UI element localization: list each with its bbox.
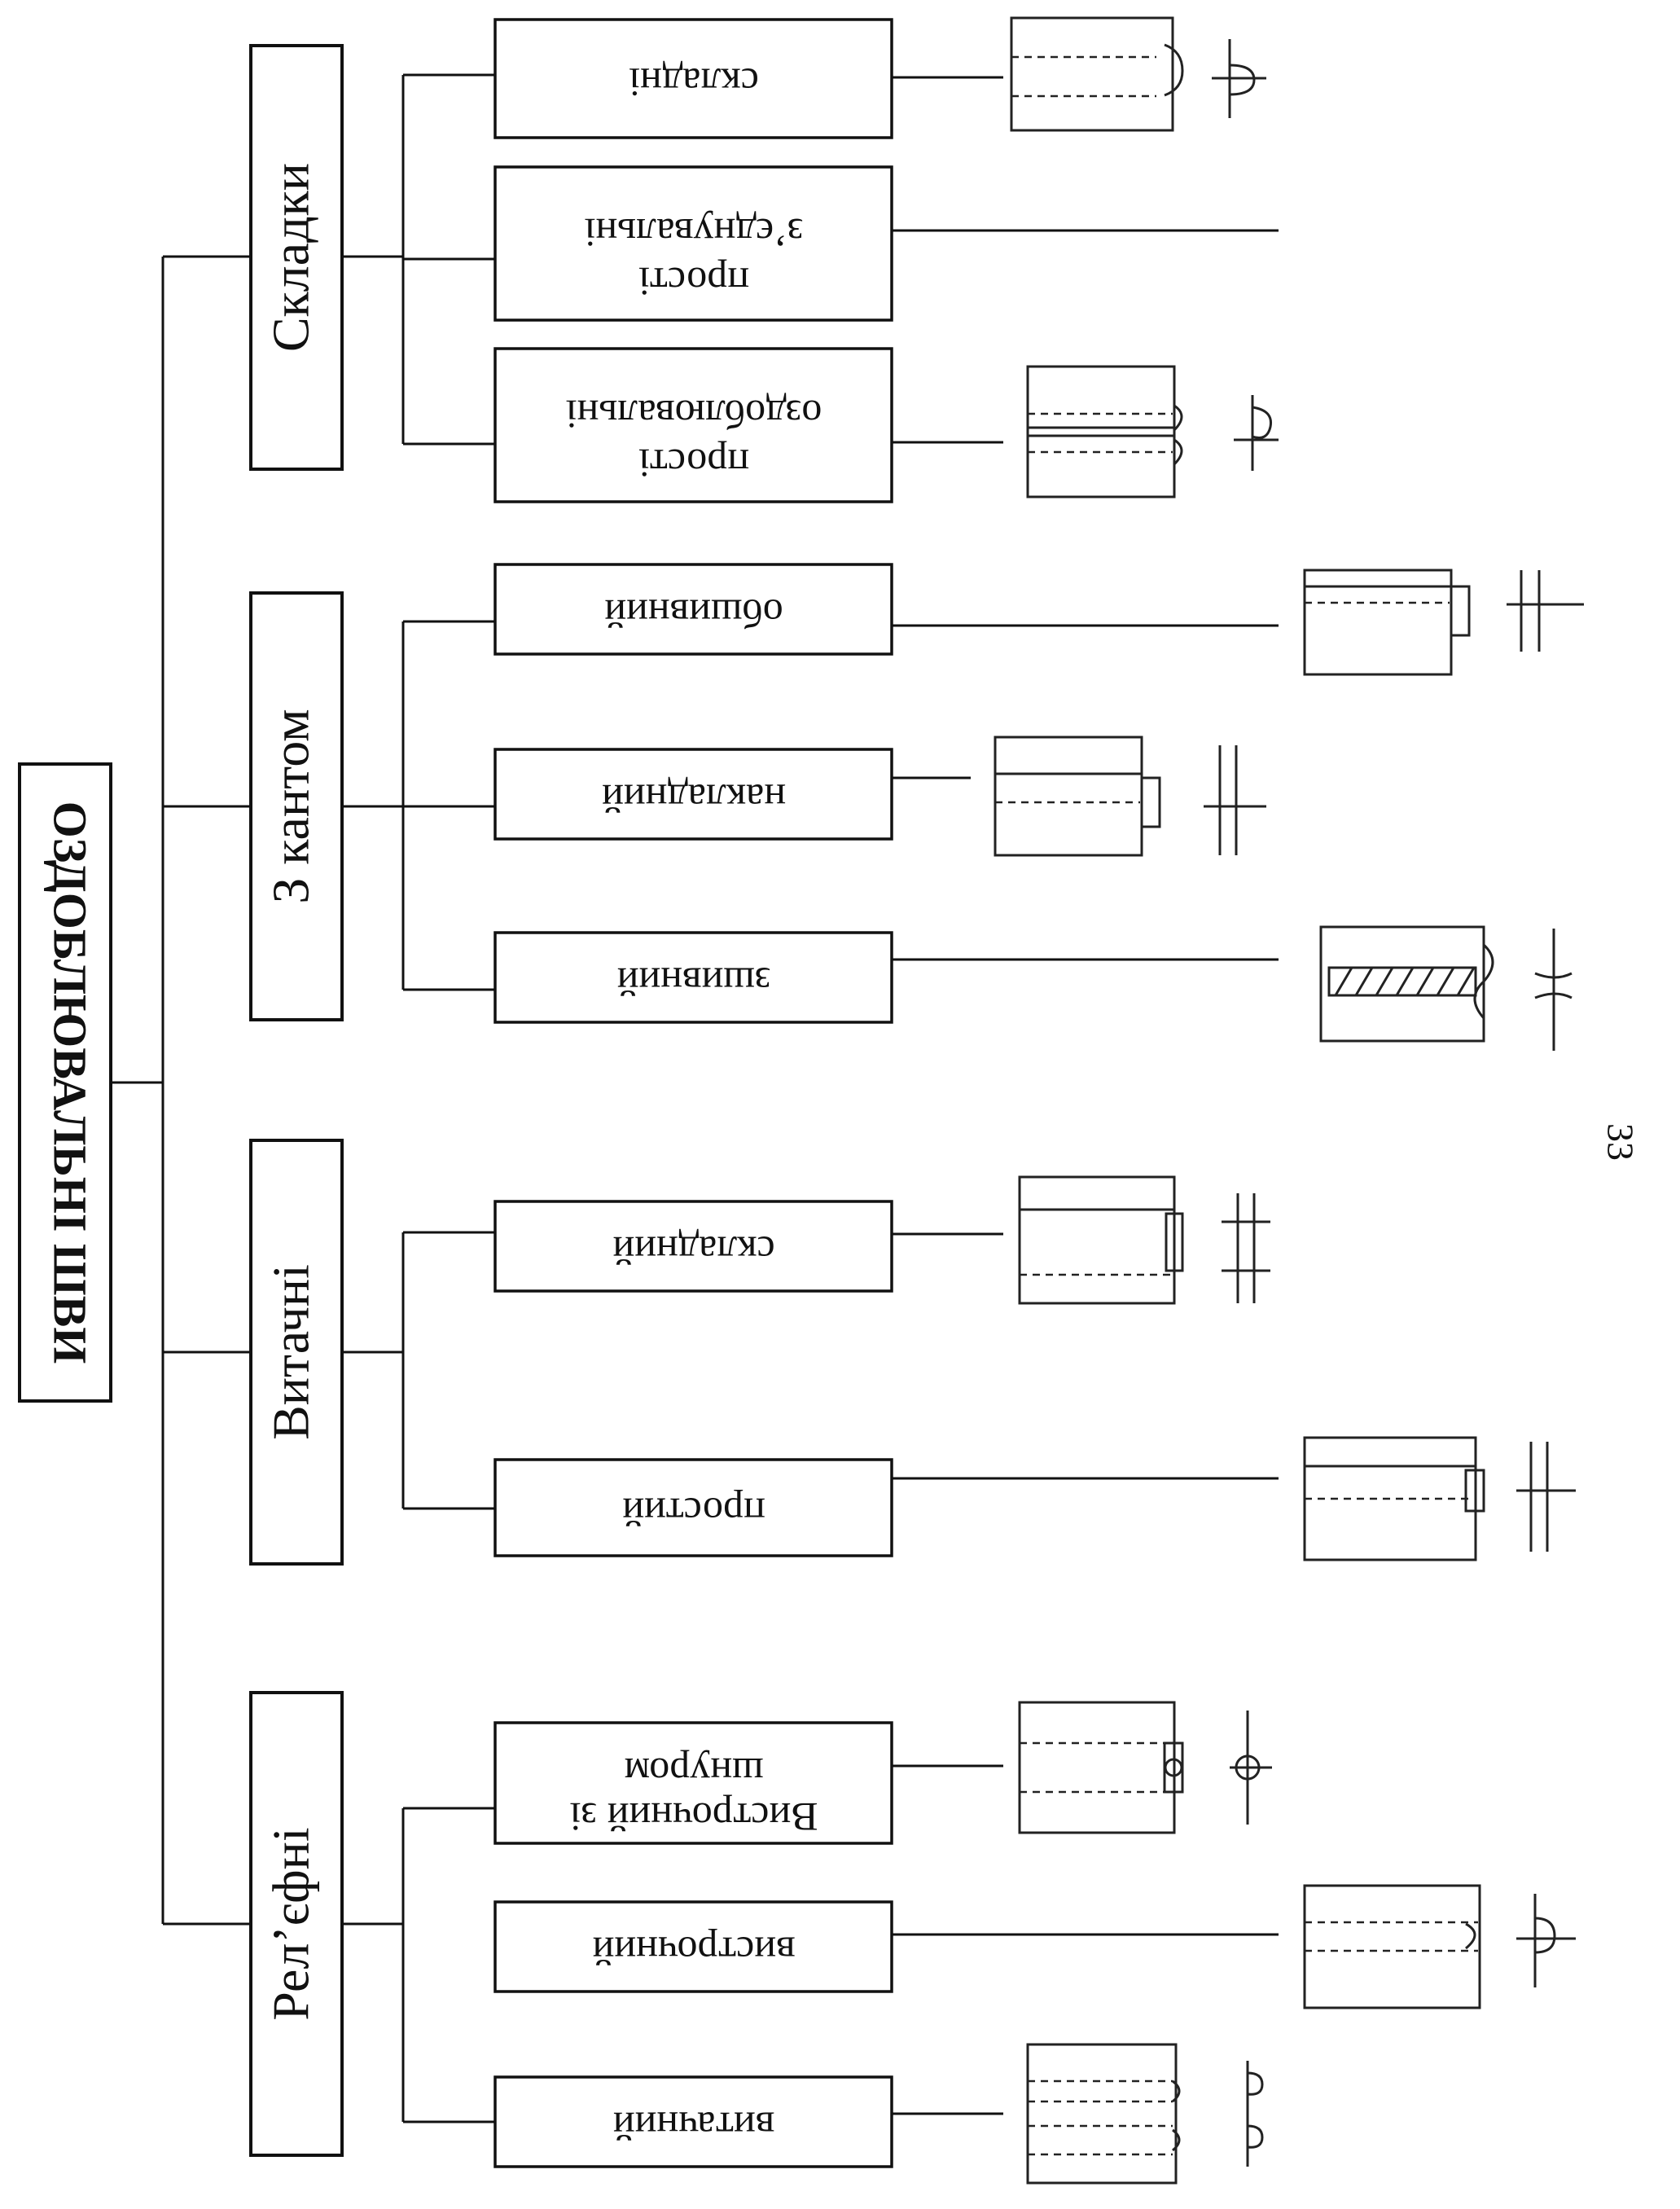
leaf-label-line-1: прості	[638, 259, 749, 305]
seam-sketch	[1303, 569, 1584, 676]
leaf-vystrochnyi: вистрочний	[493, 1884, 1576, 2009]
leaf-label-line-1: накладний	[602, 776, 786, 822]
leaf-label-line-1: простий	[622, 1490, 765, 1535]
category-label: З кантом	[262, 709, 320, 903]
leaf-label-line-1: складний	[612, 1228, 774, 1274]
leaf-label-line-2: оздоблювальні	[566, 392, 822, 437]
leaf-label-line-1: прості	[638, 441, 749, 486]
seam-sketch	[1026, 365, 1279, 498]
leaf-label-line-1: зшивний	[617, 960, 771, 1005]
root-label: ОЗДОБЛЮВАЛЬНІ ШВИ	[44, 801, 97, 1364]
category-skladky: Складки складні	[249, 16, 1279, 503]
seam-sketch	[994, 736, 1266, 857]
seam-sketch	[1018, 1701, 1272, 1834]
category-label: Витачні	[262, 1264, 320, 1440]
category-vytachni: Витачні складний	[249, 1139, 1576, 1566]
root-connectors	[111, 255, 251, 1926]
leaf-label-line-2: шнуром	[625, 1750, 764, 1795]
category-label: Рел’єфні	[262, 1827, 320, 2020]
category-label: Складки	[262, 163, 320, 352]
leaf-label-line-1: Вистрочний зі	[569, 1794, 818, 1840]
leaf-label-line-2: з’єднувальні	[584, 210, 803, 256]
leaf-zshyvnyi: зшивний	[493, 925, 1573, 1051]
leaf-vystrochnyi-zi-shnurom: Вистрочний зі шнуром	[493, 1701, 1272, 1845]
seam-sketch	[1319, 925, 1573, 1051]
seam-sketch	[1303, 1436, 1576, 1561]
category-reliefni: Рел’єфні Вистрочний зі шнуром	[249, 1691, 1576, 2185]
category-z-kantom: З кантом обшивний	[249, 563, 1584, 1051]
leaf-prosti-ozdobliuvalni: прості оздоблювальні	[493, 347, 1279, 503]
seam-sketch	[1026, 2043, 1264, 2185]
leaf-prostyi: простий	[493, 1436, 1576, 1561]
leaf-label-line-1: вистрочний	[592, 1929, 795, 1974]
leaf-label-line-1: витачний	[613, 2104, 774, 2150]
leaf-prosti-ziednuvalni: прості з’єднувальні	[493, 165, 1279, 322]
leaf-label-line-1: обшивний	[604, 591, 783, 637]
leaf-obshyvnyi: обшивний	[493, 563, 1584, 676]
leaf-skladni: складні	[493, 16, 1266, 139]
leaf-vytachnyi: витачний	[493, 2043, 1264, 2185]
leaf-skladnyi: складний	[493, 1175, 1270, 1305]
leaf-label-line-1: складні	[629, 60, 759, 106]
leaf-nakladnyi: накладний	[493, 736, 1266, 857]
root-node: ОЗДОБЛЮВАЛЬНІ ШВИ	[18, 762, 112, 1403]
seam-sketch	[1303, 1884, 1576, 2009]
seam-sketch	[1018, 1175, 1270, 1305]
seam-sketch	[1010, 16, 1266, 132]
page-number: 33	[1599, 1123, 1641, 1161]
